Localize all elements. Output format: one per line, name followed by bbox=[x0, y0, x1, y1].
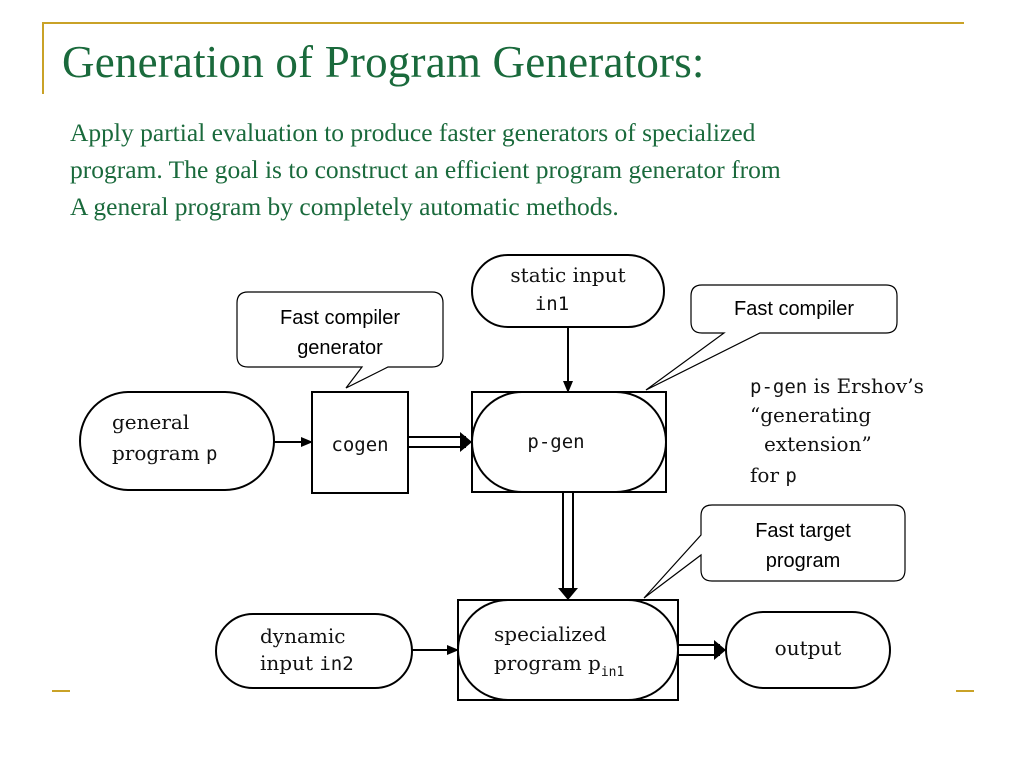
callout-fast-compiler-label: Fast compiler bbox=[734, 298, 854, 320]
slide-body: Apply partial evaluation to produce fast… bbox=[70, 114, 970, 225]
pgen-to-specialized-double-arrow bbox=[558, 492, 578, 600]
note-line2: “generating bbox=[750, 403, 871, 427]
static-input-line1: static input bbox=[510, 263, 625, 287]
note-line4: for p bbox=[750, 463, 797, 487]
note-line1: p-gen is Ershov’s bbox=[750, 374, 924, 398]
output-label: output bbox=[775, 636, 842, 660]
output-node: output bbox=[725, 611, 891, 689]
callout-target-program: Fast target program bbox=[643, 504, 906, 599]
callout-target-program-line2: program bbox=[766, 550, 840, 572]
static-input-line2: in1 bbox=[535, 293, 569, 315]
p-gen-label: p-gen bbox=[527, 431, 584, 453]
cogen-to-pgen-double-arrow bbox=[408, 432, 472, 452]
general-program-node: general program p bbox=[79, 391, 275, 491]
dynamic-input-line1: dynamic bbox=[260, 624, 345, 648]
cogen-label: cogen bbox=[331, 434, 388, 456]
callout-compiler-generator-line2: generator bbox=[297, 337, 383, 359]
dynamic-input-node: dynamic input in2 bbox=[215, 613, 413, 689]
ershov-note: p-gen is Ershov’s “generating extension”… bbox=[750, 374, 924, 487]
callout-fast-compiler: Fast compiler bbox=[645, 284, 898, 391]
body-line: program. The goal is to construct an eff… bbox=[70, 155, 781, 184]
specialized-line1: specialized bbox=[494, 622, 607, 646]
p-gen-node: p-gen bbox=[471, 391, 667, 493]
cogen-box: cogen bbox=[311, 391, 409, 494]
body-line: Apply partial evaluation to produce fast… bbox=[70, 118, 756, 147]
frame-bottom-left-mark bbox=[52, 690, 70, 692]
frame-left-line bbox=[42, 22, 44, 94]
static-input-node: static input in1 bbox=[471, 254, 665, 328]
callout-compiler-generator: Fast compiler generator bbox=[236, 291, 444, 389]
general-program-line1: general bbox=[112, 410, 189, 434]
slide-title: Generation of Program Generators: bbox=[62, 37, 705, 87]
dynamic-input-line2: input in2 bbox=[260, 651, 354, 675]
frame-top-line bbox=[42, 22, 964, 24]
specialized-to-output-double-arrow bbox=[678, 640, 726, 660]
general-program-line2: program p bbox=[112, 441, 217, 465]
specialized-line2: program pin1 bbox=[494, 651, 624, 680]
note-line3: extension” bbox=[764, 432, 872, 456]
specialized-program-node: specialized program pin1 bbox=[457, 599, 679, 701]
callout-compiler-generator-line1: Fast compiler bbox=[280, 307, 400, 329]
frame-bottom-right-mark bbox=[956, 690, 974, 692]
body-line: A general program by completely automati… bbox=[70, 192, 619, 221]
callout-target-program-line1: Fast target bbox=[755, 520, 851, 542]
